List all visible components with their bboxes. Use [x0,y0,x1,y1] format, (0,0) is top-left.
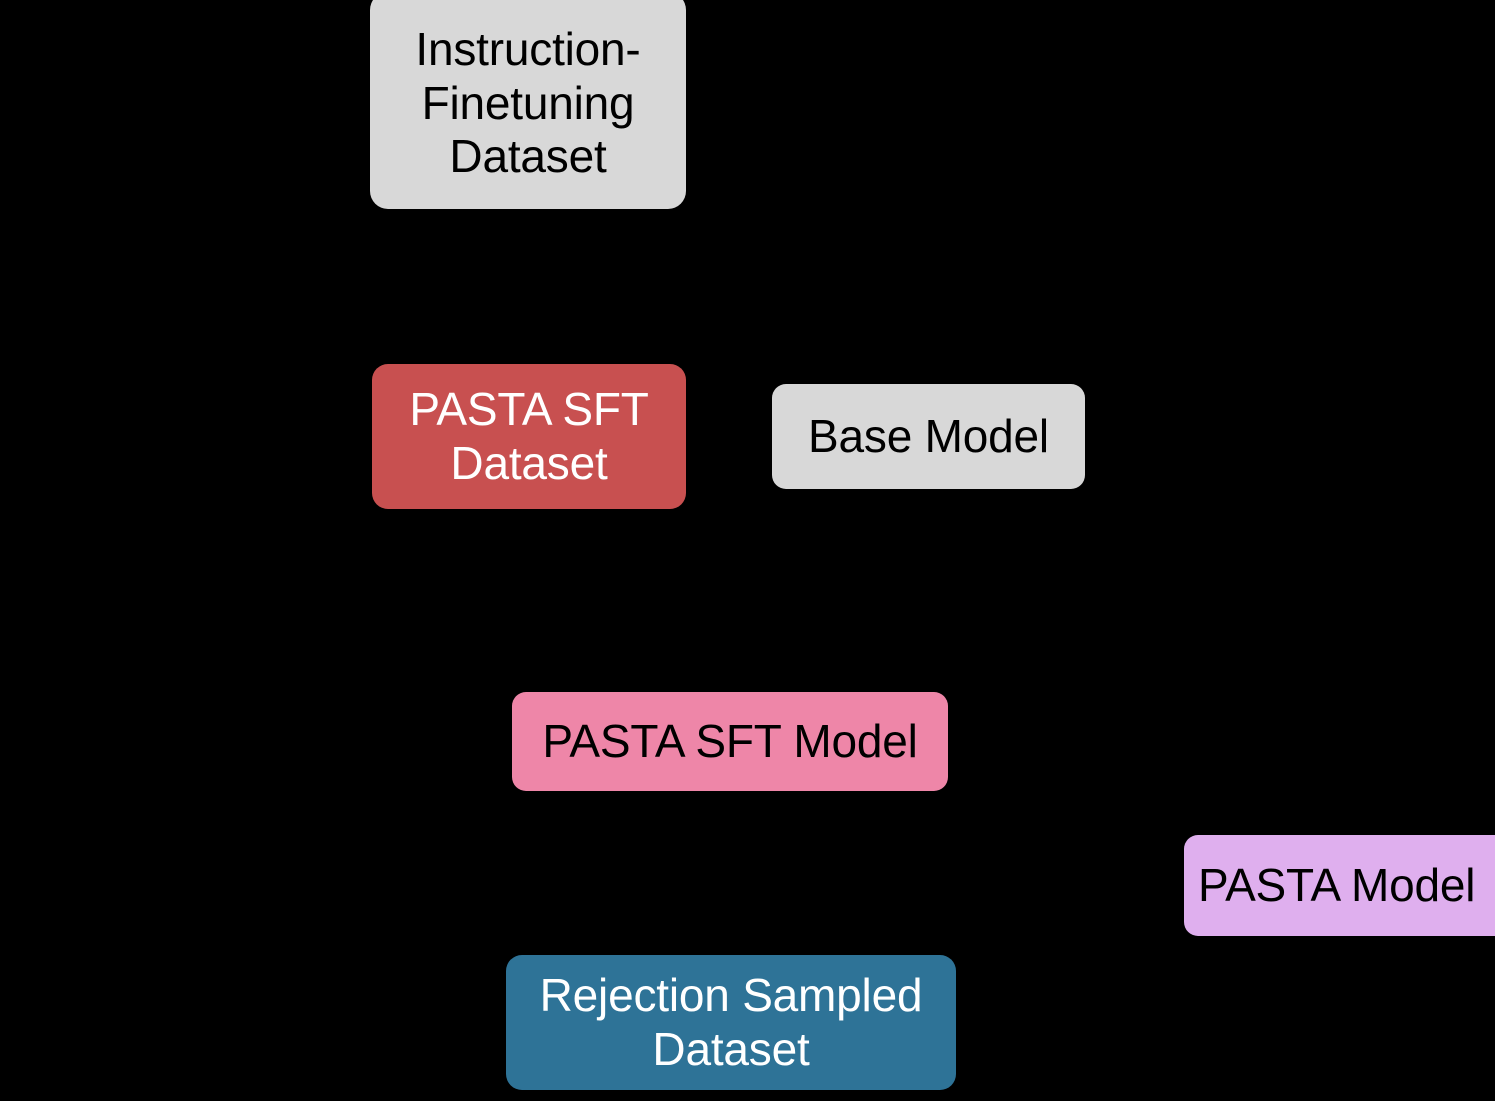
node-base-model[interactable]: Base Model [772,384,1085,489]
node-pasta-sft-model[interactable]: PASTA SFT Model [512,692,948,791]
node-rejection-sampled-dataset[interactable]: Rejection Sampled Dataset [506,955,956,1090]
node-pasta-model[interactable]: PASTA Model [1184,835,1495,936]
node-pasta-sft-dataset[interactable]: PASTA SFT Dataset [372,364,686,509]
node-instruction-finetuning-dataset[interactable]: Instruction- Finetuning Dataset [370,0,686,209]
